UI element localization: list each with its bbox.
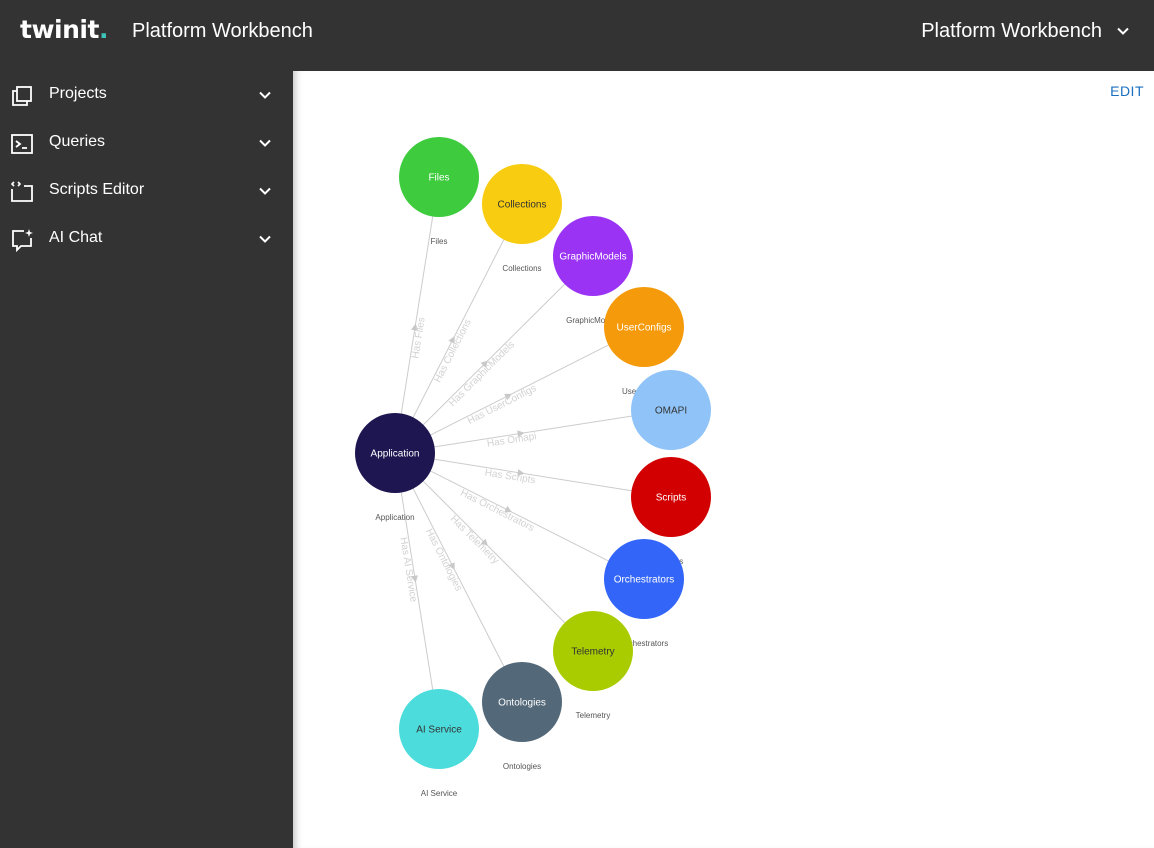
edge-label: Has Telemetry	[448, 514, 501, 567]
node-circle[interactable]	[631, 457, 711, 537]
node-label: Ontologies	[498, 698, 546, 709]
top-bar: twinit. Platform Workbench Platform Work…	[0, 0, 1154, 71]
edge-arrow	[517, 469, 525, 477]
edge-line	[434, 415, 632, 448]
chevron-down-icon	[1117, 27, 1129, 35]
sidebar: Projects Queries Scripts Editor AI Chat	[0, 71, 293, 848]
edge-line	[412, 488, 505, 667]
edge-line	[422, 480, 566, 624]
graph-node-ai-service[interactable]: AI Service AI Service	[399, 689, 479, 798]
chevron-down-icon	[259, 91, 271, 99]
edge-arrow	[480, 538, 488, 546]
node-caption: Collections	[502, 264, 541, 273]
graph-nodes: ApplicationApplicationFilesFilesCollecti…	[355, 137, 711, 798]
edge-label: Has Omapi	[486, 431, 537, 450]
node-label: Application	[371, 449, 420, 460]
edge-line	[423, 283, 565, 426]
chevron-down-icon	[259, 187, 271, 195]
node-label: AI Service	[416, 725, 462, 736]
node-label: UserConfigs	[616, 323, 671, 334]
sidebar-item-ai-chat[interactable]: AI Chat	[0, 215, 293, 263]
edge-label: Has AI Service	[397, 537, 418, 604]
node-circle[interactable]	[553, 611, 633, 691]
node-circle[interactable]	[482, 164, 562, 244]
sidebar-item-label: Queries	[49, 133, 106, 150]
edge-arrow	[480, 360, 488, 368]
node-label: GraphicModels	[559, 252, 626, 263]
edge-label: Has UserConfigs	[466, 383, 538, 427]
edge-arrow	[448, 336, 455, 344]
node-caption: Orchestrators	[620, 639, 668, 648]
projects-icon	[12, 86, 32, 106]
sidebar-item-queries[interactable]: Queries	[0, 119, 293, 167]
edge-line	[412, 239, 505, 418]
twinit-logo[interactable]: twinit.	[20, 15, 108, 44]
edge-arrow	[504, 393, 512, 401]
edge-arrow	[411, 575, 419, 583]
workspace-selector-label: Platform Workbench	[921, 19, 1102, 42]
sidebar-item-label: AI Chat	[49, 229, 103, 246]
sidebar-item-label: Projects	[49, 85, 107, 102]
edge-line	[430, 344, 609, 436]
node-circle[interactable]	[482, 662, 562, 742]
sidebar-item-scripts-editor[interactable]: Scripts Editor	[0, 167, 293, 215]
edit-button[interactable]: EDIT	[1110, 83, 1144, 99]
node-circle[interactable]	[631, 370, 711, 450]
app-title: Platform Workbench	[132, 20, 313, 42]
node-circle[interactable]	[399, 137, 479, 217]
workspace-selector[interactable]: Platform Workbench	[921, 16, 1130, 46]
terminal-icon	[11, 134, 33, 154]
edge-line	[400, 216, 434, 414]
node-circle[interactable]	[355, 413, 435, 493]
edge-line	[430, 470, 609, 562]
script-editor-icon	[10, 181, 33, 202]
node-caption: GraphicModels	[566, 316, 620, 325]
edge-arrow	[504, 505, 512, 513]
node-caption: Ontologies	[503, 762, 541, 771]
node-circle[interactable]	[604, 539, 684, 619]
edge-arrow	[411, 323, 419, 331]
node-circle[interactable]	[399, 689, 479, 769]
edge-label: Has Scripts	[484, 467, 536, 486]
node-label: Telemetry	[571, 647, 614, 658]
edge-line	[400, 492, 434, 690]
node-caption: Application	[375, 513, 414, 522]
edge-line	[434, 458, 632, 492]
node-caption: Telemetry	[576, 711, 611, 720]
node-circle[interactable]	[604, 287, 684, 367]
edge-label: Has Ontologies	[423, 527, 464, 593]
node-label: Orchestrators	[614, 575, 675, 586]
node-label: Collections	[498, 200, 547, 211]
node-label: Scripts	[656, 493, 687, 504]
node-caption: Files	[431, 237, 448, 246]
ai-chat-icon	[12, 229, 33, 252]
sidebar-item-label: Scripts Editor	[49, 181, 145, 198]
node-circle[interactable]	[553, 216, 633, 296]
sidebar-item-projects[interactable]: Projects	[0, 71, 293, 119]
logo-dot: .	[98, 15, 109, 44]
edge-label: Has Files	[410, 316, 427, 359]
logo-text: twinit	[20, 15, 99, 44]
node-label: Files	[428, 173, 449, 184]
node-caption: AI Service	[421, 789, 458, 798]
chevron-down-icon	[259, 235, 271, 243]
edge-arrow	[517, 430, 525, 438]
edge-arrow	[448, 562, 455, 570]
edge-label: Has Collections	[433, 318, 474, 385]
chevron-down-icon	[259, 139, 271, 147]
node-label: OMAPI	[655, 406, 687, 417]
